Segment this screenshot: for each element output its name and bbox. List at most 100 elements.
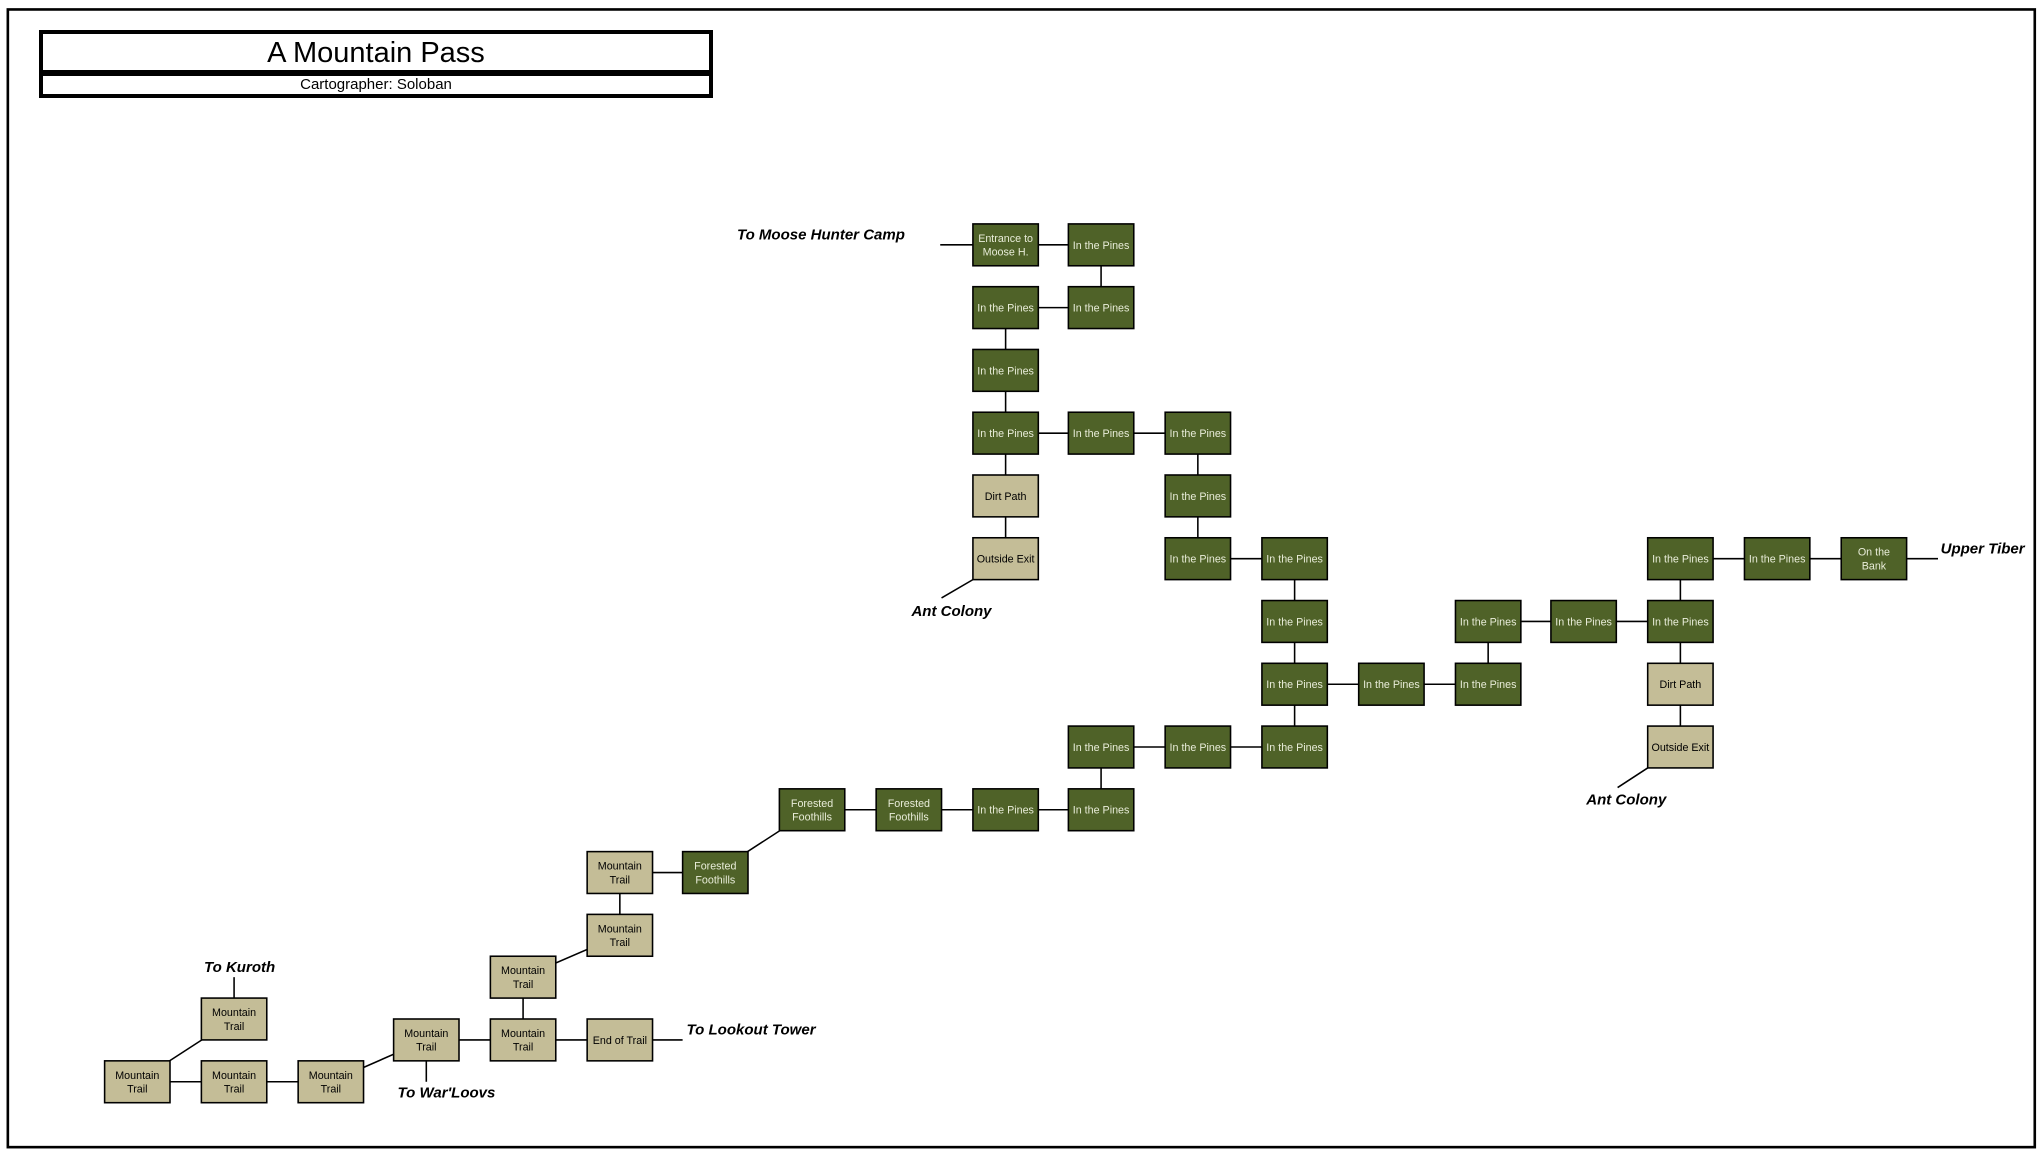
room-label: Outside Exit (977, 554, 1035, 566)
room-29[interactable]: In the Pines (1067, 788, 1135, 832)
room-20[interactable]: In the Pines (1646, 599, 1714, 644)
room-box (972, 788, 1040, 832)
room-label: In the Pines (1170, 491, 1227, 503)
room-4[interactable]: In the Pines (1067, 285, 1135, 330)
room-box (1164, 536, 1232, 581)
exit-label[interactable]: To Kuroth (204, 959, 275, 976)
exit-label[interactable]: Upper Tiber (1941, 540, 2026, 557)
room-box (1261, 725, 1329, 769)
room-13[interactable]: In the Pines (1261, 536, 1329, 581)
room-label: End of Trail (593, 1035, 647, 1047)
room-box (392, 1018, 460, 1062)
exit-connector (941, 578, 974, 599)
room-27[interactable]: In the Pines (1164, 725, 1232, 769)
room-21[interactable]: In the Pines (1646, 536, 1714, 581)
room-14[interactable]: In the Pines (1261, 599, 1329, 644)
room-2[interactable]: In the Pines (1067, 223, 1135, 267)
room-box (1067, 725, 1135, 769)
room-8[interactable]: In the Pines (1164, 411, 1232, 455)
room-label: In the Pines (977, 365, 1034, 377)
room-label: In the Pines (1266, 554, 1323, 566)
room-box (1164, 725, 1232, 769)
room-box (586, 913, 654, 958)
room-22[interactable]: In the Pines (1743, 536, 1811, 581)
room-box (1646, 725, 1714, 769)
room-3[interactable]: In the Pines (972, 285, 1040, 330)
room-label: Dirt Path (1660, 679, 1702, 691)
room-label: In the Pines (1749, 554, 1806, 566)
exit-label[interactable]: To Lookout Tower (687, 1022, 817, 1039)
room-7[interactable]: In the Pines (1067, 411, 1135, 455)
exit-label[interactable]: Ant Colony (1585, 792, 1667, 809)
room-label: In the Pines (977, 428, 1034, 440)
room-label: In the Pines (1073, 742, 1130, 754)
room-24[interactable]: Dirt Path (1646, 662, 1714, 706)
room-box (489, 1018, 557, 1062)
room-16[interactable]: In the Pines (1357, 662, 1425, 706)
room-box (972, 285, 1040, 330)
room-38[interactable]: End of Trail (586, 1018, 654, 1062)
room-box (586, 850, 654, 895)
room-box (1357, 662, 1425, 706)
room-19[interactable]: In the Pines (1550, 599, 1618, 644)
exit-label[interactable]: To Moose Hunter Camp (737, 227, 905, 244)
room-10[interactable]: Outside Exit (972, 536, 1040, 581)
room-box (1550, 599, 1618, 644)
room-label: In the Pines (1073, 805, 1130, 817)
exit-label[interactable]: Ant Colony (910, 603, 992, 620)
room-label: Dirt Path (985, 491, 1027, 503)
exit-label[interactable]: To War'Loovs (398, 1084, 496, 1101)
room-5[interactable]: In the Pines (972, 348, 1040, 393)
room-6[interactable]: In the Pines (972, 411, 1040, 455)
room-box (972, 536, 1040, 581)
room-25[interactable]: Outside Exit (1646, 725, 1714, 769)
room-box (1646, 662, 1714, 706)
room-11[interactable]: In the Pines (1164, 474, 1232, 518)
room-12[interactable]: In the Pines (1164, 536, 1232, 581)
map-border (6, 8, 2037, 1149)
room-box (1743, 536, 1811, 581)
room-box (1164, 474, 1232, 518)
room-box (1261, 662, 1329, 706)
map-title: A Mountain Pass (39, 30, 713, 74)
room-label: In the Pines (1266, 742, 1323, 754)
room-box (972, 223, 1040, 267)
room-15[interactable]: In the Pines (1261, 662, 1329, 706)
room-box (972, 411, 1040, 455)
room-28[interactable]: In the Pines (1067, 725, 1135, 769)
room-label: Outside Exit (1651, 742, 1709, 754)
room-30[interactable]: In the Pines (972, 788, 1040, 832)
room-label: In the Pines (1652, 616, 1709, 628)
room-17[interactable]: In the Pines (1454, 662, 1522, 706)
room-label: In the Pines (977, 303, 1034, 315)
room-label: In the Pines (1460, 616, 1517, 628)
room-9[interactable]: Dirt Path (972, 474, 1040, 518)
room-18[interactable]: In the Pines (1454, 599, 1522, 644)
room-label: In the Pines (1073, 428, 1130, 440)
room-26[interactable]: In the Pines (1261, 725, 1329, 769)
room-box (1646, 536, 1714, 581)
